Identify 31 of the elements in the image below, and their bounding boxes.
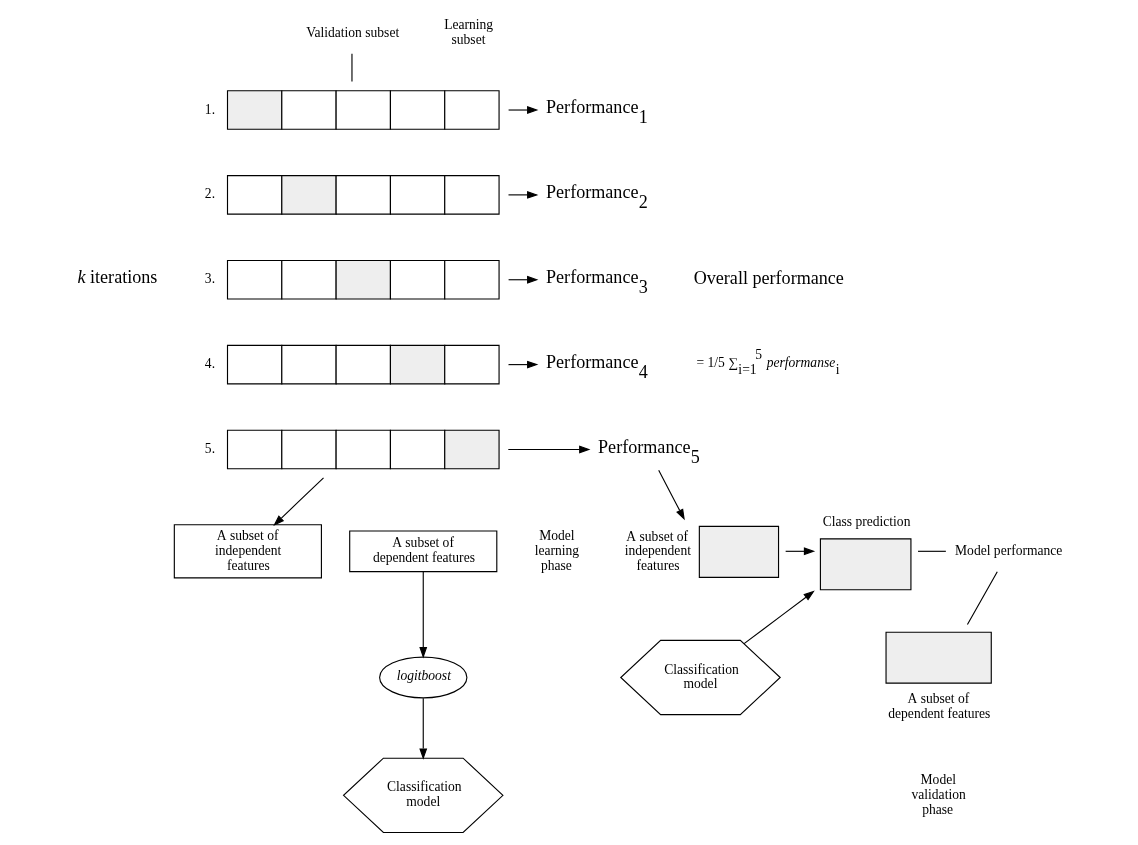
node-label: A subset of dependent features	[887, 691, 990, 721]
arrow	[784, 547, 815, 556]
arrow	[418, 697, 427, 760]
node-text: Model performance	[954, 542, 1062, 558]
arrow	[507, 360, 538, 369]
arrow	[418, 571, 427, 659]
arrow	[507, 190, 538, 199]
label: Learning subset	[443, 17, 493, 47]
arrow	[507, 275, 538, 284]
node-label: 5.	[204, 440, 215, 456]
arrow	[743, 590, 815, 645]
arrow	[657, 469, 685, 521]
node-label: A subset of independent features	[624, 528, 691, 574]
node-ellipse: logitboost	[378, 656, 467, 699]
label: Overall performance	[693, 268, 844, 289]
connector	[966, 571, 998, 626]
node-label: Class prediction	[822, 513, 910, 529]
label: Model learning phase	[534, 528, 579, 573]
arrow	[272, 477, 324, 526]
node-box: A subset of independent features	[173, 524, 322, 579]
node-label: 2.	[204, 186, 215, 202]
arrow	[507, 106, 538, 114]
label: Model validation phase	[911, 772, 966, 817]
label: k iterations	[77, 266, 157, 287]
node-label: 1.	[204, 101, 215, 117]
arrow	[507, 445, 590, 454]
node-label: 3.	[204, 271, 215, 287]
node-box: A subset of dependent features	[348, 530, 497, 573]
node-label: 4.	[204, 356, 215, 372]
node-text: Validation subset	[305, 24, 399, 40]
connector	[916, 550, 946, 552]
